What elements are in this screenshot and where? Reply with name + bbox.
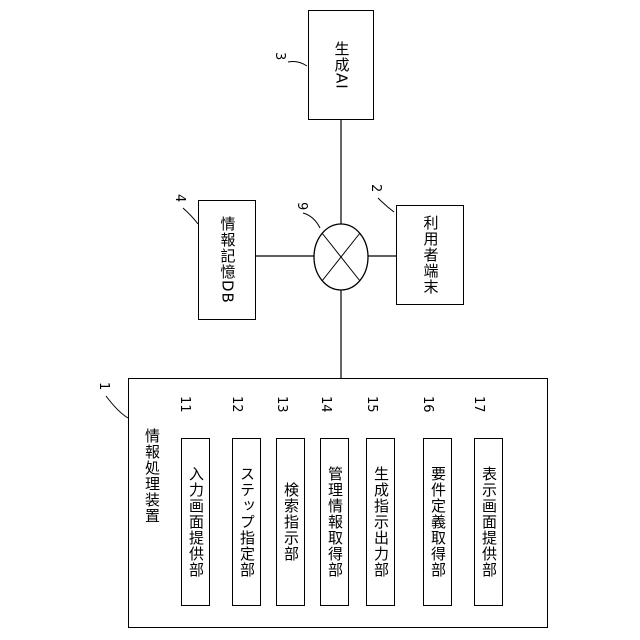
generative-ai-box: 生成AI (308, 10, 374, 120)
info-db-ref: 4 (172, 194, 187, 202)
leader-3 (288, 62, 307, 67)
info-db-box: 情報記憶DB (198, 200, 256, 320)
user-terminal-label: 利用者端末 (423, 215, 438, 295)
unit-label: 生成指示出力部 (373, 466, 388, 578)
user-terminal-box: 利用者端末 (396, 205, 464, 305)
generative-ai-label: 生成AI (334, 41, 349, 90)
unit-requirement-definition: 要件定義取得部 (423, 438, 452, 606)
network-ref: 9 (294, 202, 309, 210)
unit-step-designation: ステップ指定部 (232, 438, 261, 606)
unit-label: 要件定義取得部 (430, 466, 445, 578)
unit-ref: 13 (274, 396, 289, 413)
user-terminal-ref: 2 (368, 184, 383, 192)
unit-display-screen: 表示画面提供部 (474, 438, 503, 606)
unit-ref: 12 (229, 396, 244, 413)
unit-input-screen: 入力画面提供部 (181, 438, 210, 606)
network-symbol (314, 224, 368, 290)
info-device-ref: 1 (96, 382, 111, 390)
generative-ai-ref: 3 (272, 52, 287, 60)
leader-2 (378, 198, 394, 212)
leader-4 (183, 208, 198, 224)
unit-management-info: 管理情報取得部 (320, 438, 349, 606)
unit-label: 入力画面提供部 (188, 466, 203, 578)
leader-1 (106, 396, 128, 418)
unit-label: 管理情報取得部 (327, 466, 342, 578)
unit-generation-output: 生成指示出力部 (366, 438, 395, 606)
unit-ref: 17 (471, 396, 486, 413)
unit-ref: 16 (420, 396, 435, 413)
info-device-label: 情報処理装置 (144, 428, 159, 524)
unit-label: ステップ指定部 (239, 466, 254, 578)
unit-search-instruction: 検索指示部 (276, 438, 305, 606)
unit-label: 表示画面提供部 (481, 466, 496, 578)
info-db-label: 情報記憶DB (220, 216, 235, 304)
unit-ref: 15 (364, 396, 379, 413)
leader-9 (303, 213, 320, 228)
unit-ref: 14 (318, 396, 333, 413)
unit-label: 検索指示部 (283, 482, 298, 562)
unit-ref: 11 (177, 396, 192, 413)
